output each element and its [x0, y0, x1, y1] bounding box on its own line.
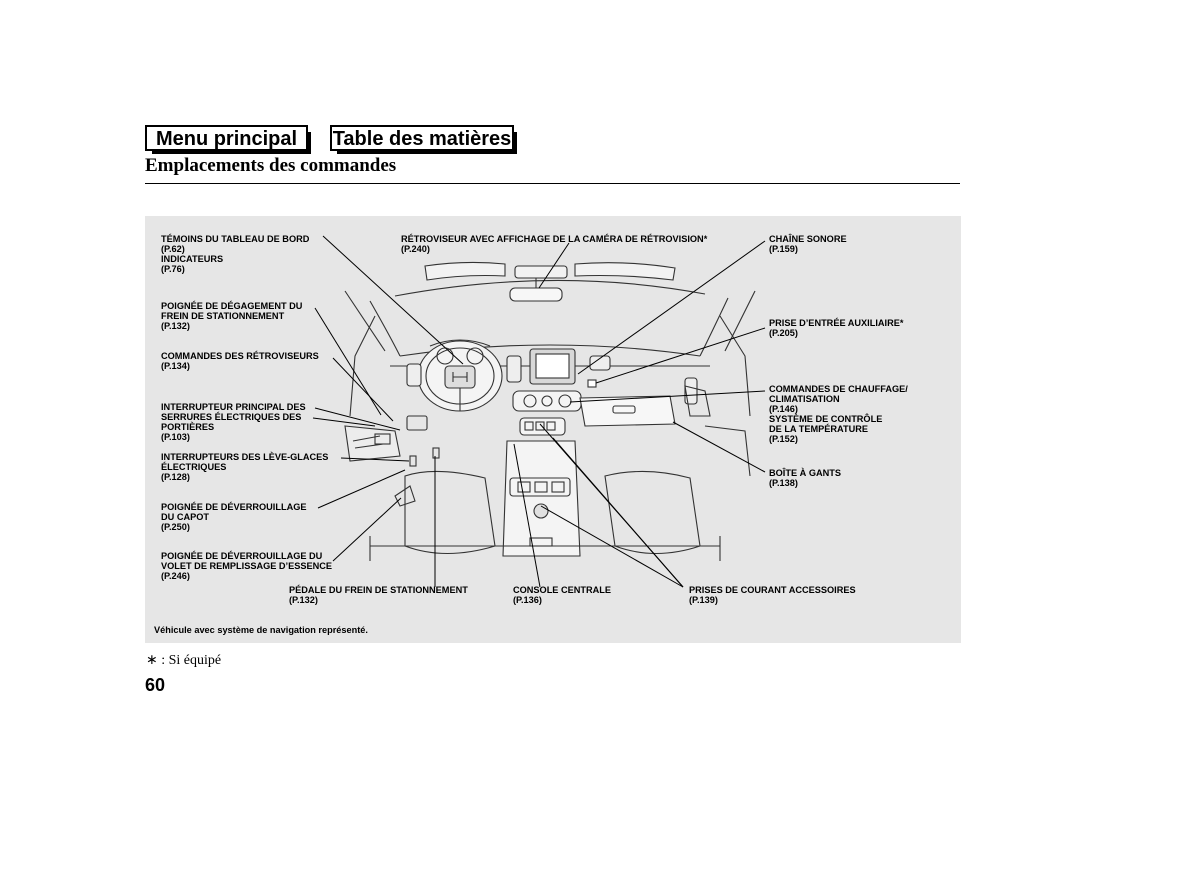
- callout-lines: [312, 235, 766, 588]
- footnote-if-equipped: ∗ : Si équipé: [146, 653, 222, 668]
- label-commandes-retroviseurs: COMMANDES DES RÉTROVISEURS(P.134): [161, 351, 319, 371]
- title-divider: [145, 183, 960, 184]
- label-console-centrale: CONSOLE CENTRALE(P.136): [513, 585, 612, 605]
- label-boite-a-gants: BOÎTE À GANTS(P.138): [769, 468, 841, 488]
- label-temoins-tableau-de-bord: TÉMOINS DU TABLEAU DE BORD(P.62) INDICAT…: [161, 234, 310, 274]
- label-chauffage-climatisation: COMMANDES DE CHAUFFAGE/CLIMATISATION(P.1…: [769, 384, 908, 444]
- page-number: 60: [145, 675, 166, 695]
- diagram-caption: Véhicule avec système de navigation repr…: [154, 625, 368, 635]
- label-retroviseur-camera: RÉTROVISEUR AVEC AFFICHAGE DE LA CAMÉRA …: [401, 234, 708, 254]
- table-of-contents-button[interactable]: Table des matières: [330, 125, 517, 154]
- label-prise-auxiliaire: PRISE D’ENTRÉE AUXILIAIRE*(P.205): [769, 318, 904, 338]
- page-title: Emplacements des commandes: [145, 155, 397, 176]
- controls-diagram-panel: TÉMOINS DU TABLEAU DE BORD(P.62) INDICAT…: [145, 216, 961, 643]
- label-chaine-sonore: CHAÎNE SONORE(P.159): [769, 234, 847, 254]
- label-prises-courant: PRISES DE COURANT ACCESSOIRES(P.139): [689, 585, 856, 605]
- main-menu-button[interactable]: Menu principal: [145, 125, 311, 154]
- label-pedale-frein: PÉDALE DU FREIN DE STATIONNEMENT(P.132): [289, 585, 468, 605]
- dashboard-illustration: [312, 235, 766, 588]
